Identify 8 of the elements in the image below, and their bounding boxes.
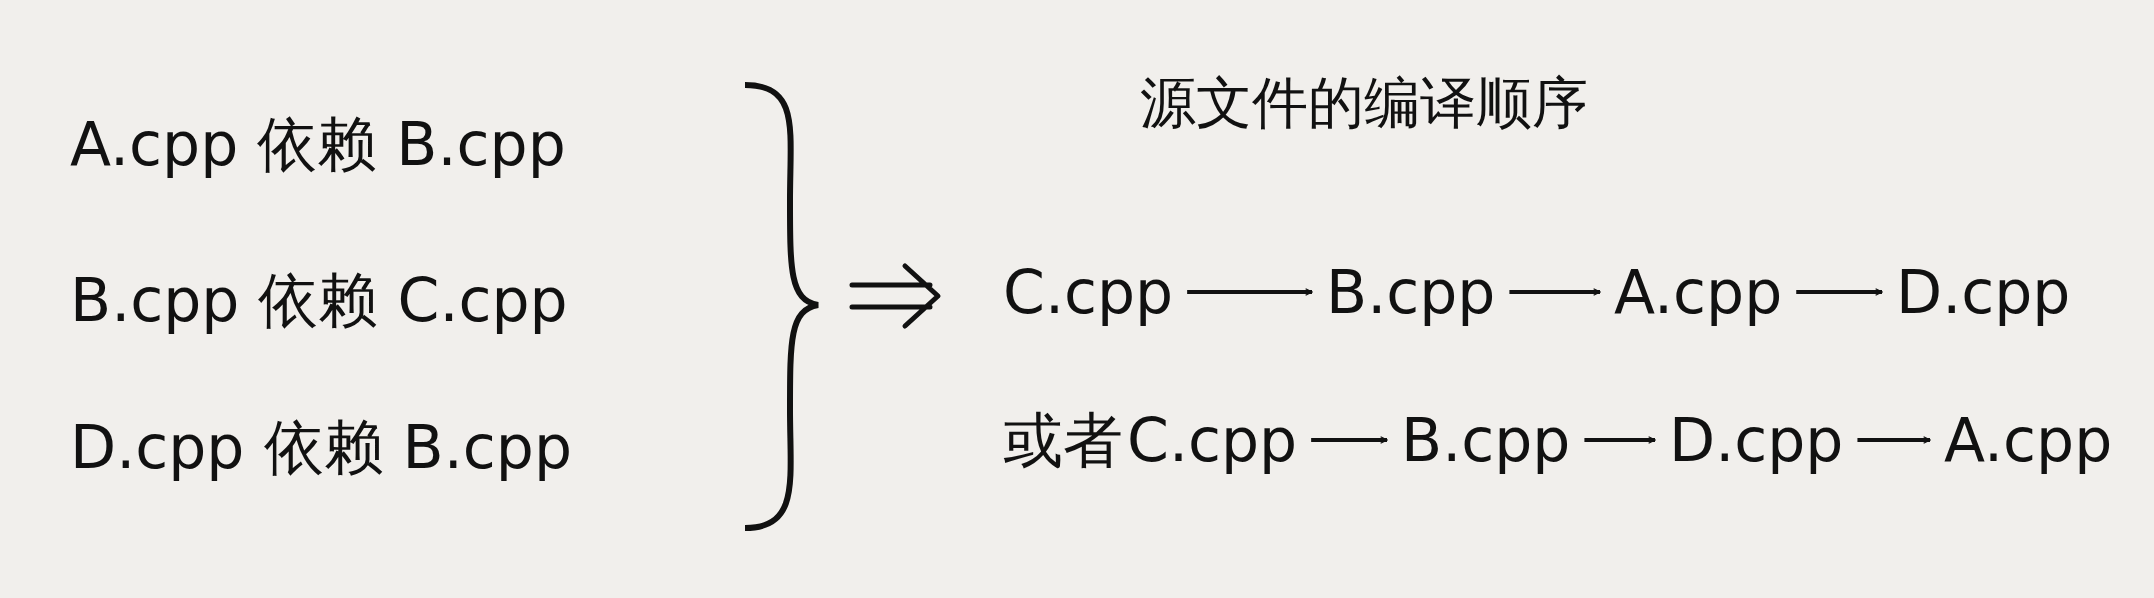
arrow [1796,288,1883,296]
arrow [1187,288,1313,296]
arrow [1584,436,1656,444]
heading: 源文件的编译顺序 [1140,75,1588,131]
arrow [1857,436,1931,444]
arrow [1509,288,1601,296]
arrow [1311,436,1388,444]
label-text: 或者 [1003,410,1123,470]
